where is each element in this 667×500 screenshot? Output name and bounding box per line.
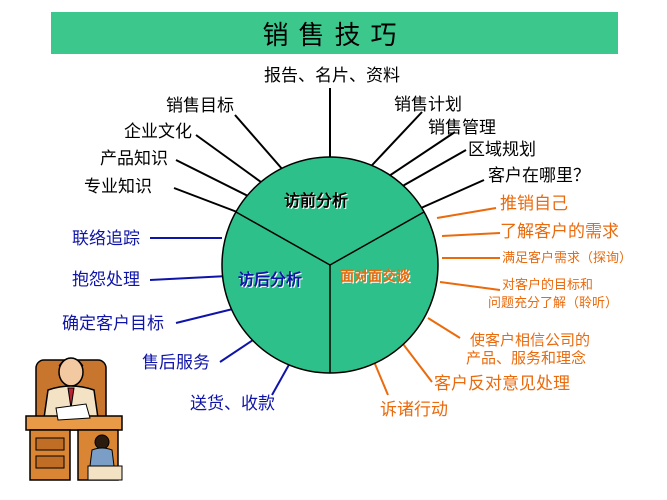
item-professional-knowledge: 专业知识 [84, 177, 152, 197]
item-sales-target: 销售目标 [166, 96, 234, 116]
item-after-sales: 售后服务 [142, 353, 210, 373]
item-where-customer: 客户在哪里？ [488, 166, 590, 186]
item-convince-2: 产品、服务和理念 [466, 349, 587, 367]
sector-pre-visit: 访前分析 [284, 191, 349, 210]
item-follow-up: 联络追踪 [72, 229, 140, 249]
item-sales-management: 销售管理 [428, 118, 496, 138]
item-meet-needs: 满足客户需求（探询） [502, 251, 633, 266]
title-banner: 销售技巧 [51, 12, 618, 54]
sector-after-visit: 访后分析 [238, 270, 303, 289]
item-corporate-culture: 企业文化 [124, 122, 192, 142]
item-delivery-payment: 送货、收款 [190, 394, 275, 414]
businessman-clipart-icon [25, 357, 123, 481]
item-understand-goals-2: 问题充分了解（聆听） [488, 296, 619, 311]
item-area-planning: 区域规划 [468, 140, 536, 160]
page-title: 销售技巧 [262, 20, 407, 51]
item-customer-target: 确定客户目标 [62, 314, 164, 334]
item-understand-needs: 了解客户的需求 [500, 222, 619, 242]
item-convince-1: 使客户相信公司的 [470, 331, 591, 349]
item-reports: 报告、名片、资料 [264, 66, 400, 86]
sector-face-to-face: 面对面交谈 [340, 269, 410, 285]
item-take-action: 诉诸行动 [380, 400, 448, 420]
item-sell-yourself: 推销自己 [500, 194, 568, 214]
pre-visit-lines [173, 88, 485, 216]
item-product-knowledge: 产品知识 [100, 149, 168, 169]
item-sales-plan: 销售计划 [394, 95, 462, 115]
item-understand-goals-1: 对客户的目标和 [502, 278, 594, 293]
item-complaint-handling: 抱怨处理 [72, 270, 140, 290]
item-objection-handling: 客户反对意见处理 [434, 374, 570, 394]
